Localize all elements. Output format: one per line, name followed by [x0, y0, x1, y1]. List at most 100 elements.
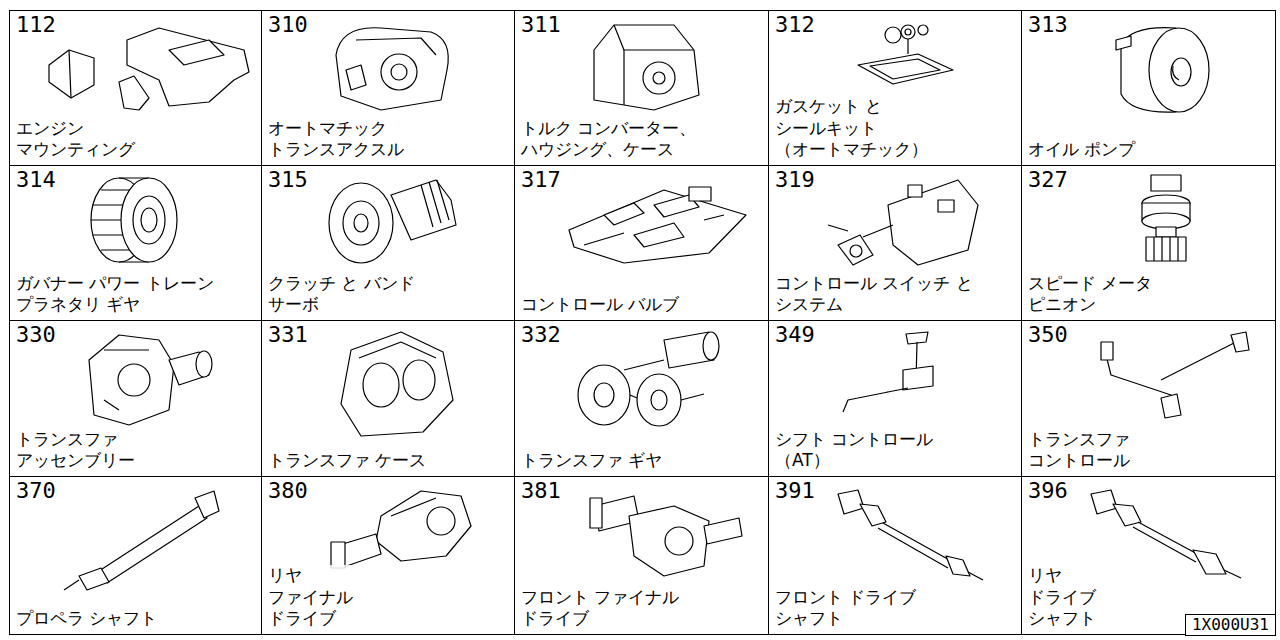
- callout-number: 312: [775, 14, 815, 36]
- gasket-kit-drawing-stroke: [885, 27, 901, 43]
- catalog-cell: 312 ガスケット と シールキット （オートマチック）: [768, 10, 1022, 166]
- callout-number: 350: [1028, 324, 1068, 346]
- callout-number: 349: [775, 324, 815, 346]
- oil-pump-drawing-stroke: [1149, 28, 1209, 112]
- gasket-kit-drawing-stroke: [858, 54, 953, 84]
- part-group-name: フロント ドライブ シャフト: [775, 587, 925, 630]
- drawing-code-box: 1X000U31: [1185, 614, 1276, 636]
- engine-mount-drawing-stroke: [169, 40, 224, 65]
- propeller-shaft-drawing: [64, 491, 219, 590]
- control-switch-drawing-stroke: [908, 185, 922, 197]
- callout-number: 370: [16, 480, 56, 502]
- catalog-cell: 330 トランスファ アッセンブリー: [9, 320, 262, 477]
- rear-drive-shaft-drawing-stroke: [1091, 490, 1117, 514]
- control-switch-drawing-stroke: [888, 180, 978, 265]
- rear-final-drive-drawing-stroke: [391, 498, 436, 516]
- transfer-gear-drawing: [578, 332, 719, 426]
- part-group-name: シフト コントロール （AT）: [775, 429, 942, 472]
- callout-number: 319: [775, 169, 815, 191]
- catalog-cell: 391フロント ドライブ シャフト: [768, 476, 1022, 635]
- catalog-cell: 332トランスファ ギヤ: [514, 320, 769, 477]
- transfer-gear-drawing-stroke: [651, 390, 667, 410]
- catalog-cell: 311トルク コンバーター、 ハウジング、ケース: [514, 10, 769, 166]
- part-group-name: コントロール バルブ: [521, 294, 759, 315]
- rear-final-drive-drawing-stroke: [331, 542, 345, 568]
- transfer-assembly-drawing-stroke: [89, 335, 174, 425]
- part-group-name: トランスファ コントロール: [1028, 429, 1139, 472]
- converter-housing-drawing-stroke: [623, 50, 624, 105]
- engine-mount-drawing: [49, 28, 249, 110]
- callout-number: 315: [268, 169, 308, 191]
- rear-final-drive-drawing-stroke: [376, 491, 471, 561]
- gasket-kit-drawing-stroke: [918, 25, 928, 35]
- transfer-gear-drawing-stroke: [624, 360, 704, 400]
- callout-number: 330: [16, 324, 56, 346]
- oil-pump-drawing-stroke: [1171, 58, 1191, 86]
- front-drive-shaft-drawing-stroke: [968, 572, 983, 580]
- oil-pump-drawing: [1116, 28, 1209, 113]
- transfer-case-drawing-stroke: [363, 363, 399, 407]
- catalog-cell: 313 オイル ポンプ: [1021, 10, 1276, 166]
- catalog-cell: 370 プロペラ シャフト: [9, 476, 262, 635]
- clutch-servo-drawing-stroke: [421, 180, 449, 227]
- front-drive-shaft-drawing-stroke: [878, 523, 953, 568]
- callout-number: 331: [268, 324, 308, 346]
- propeller-shaft-drawing-stroke: [79, 568, 109, 590]
- front-final-drive-drawing: [590, 496, 742, 576]
- transaxle-drawing: [336, 28, 448, 110]
- part-group-name: リヤ ドライブ シャフト: [1028, 565, 1127, 629]
- catalog-cell: 319コントロール スイッチ と システム: [768, 165, 1022, 321]
- callout-number: 314: [16, 169, 56, 191]
- front-drive-shaft-drawing-stroke: [860, 504, 886, 526]
- shift-lever-drawing-stroke: [843, 388, 908, 412]
- rear-drive-shaft-drawing-stroke: [1113, 504, 1141, 526]
- part-group-name: トルク コンバーター、 ハウジング、ケース: [521, 118, 705, 161]
- part-group-name: トランスファ アッセンブリー: [16, 429, 144, 472]
- clutch-servo-drawing-stroke: [343, 201, 379, 245]
- callout-number: 313: [1028, 14, 1068, 36]
- part-group-name: リヤ ファイナル ドライブ: [268, 565, 384, 629]
- transfer-gear-drawing-stroke: [594, 383, 614, 407]
- transaxle-drawing-stroke: [391, 64, 407, 80]
- transfer-control-drawing-stroke: [1231, 332, 1249, 352]
- transfer-control-drawing-stroke: [1161, 342, 1236, 380]
- control-valve-drawing-stroke: [604, 203, 644, 225]
- gasket-kit-drawing-stroke: [901, 25, 915, 39]
- speedometer-pinion-drawing: [1142, 175, 1190, 261]
- part-group-name: トランスファ ケース: [268, 450, 506, 471]
- speedometer-pinion-drawing-stroke: [1156, 227, 1176, 237]
- part-group-name: プロペラ シャフト: [16, 608, 254, 629]
- control-valve-drawing-stroke: [689, 187, 711, 201]
- transfer-case-drawing-stroke: [403, 360, 435, 400]
- part-group-name: オイル ポンプ: [1028, 139, 1266, 160]
- callout-number: 112: [16, 14, 56, 36]
- part-group-name: ガスケット と シールキット （オートマチック）: [775, 96, 937, 160]
- control-switch-drawing-stroke: [850, 245, 862, 257]
- planetary-gear-drawing-stroke: [121, 178, 177, 262]
- catalog-cell: 317コントロール バルブ: [514, 165, 769, 321]
- engine-mount-drawing-stroke: [69, 50, 71, 98]
- part-group-name: フロント ファイナル ドライブ: [521, 587, 688, 630]
- rear-drive-shaft-drawing-stroke: [1193, 550, 1226, 574]
- transfer-gear-drawing-stroke: [703, 332, 719, 360]
- catalog-cell: 381フロント ファイナル ドライブ: [514, 476, 769, 635]
- speedometer-pinion-drawing-stroke: [1154, 237, 1178, 261]
- catalog-cell: 314ガバナー パワー トレーン プラネタリ ギヤ: [9, 165, 262, 321]
- control-switch-drawing: [828, 180, 978, 265]
- callout-number: 396: [1028, 480, 1068, 502]
- gasket-kit-drawing: [858, 25, 953, 84]
- engine-mount-drawing-stroke: [119, 76, 149, 110]
- catalog-cell: 350 トランスファ コントロール: [1021, 320, 1276, 477]
- catalog-cell: 380リヤ ファイナル ドライブ: [261, 476, 515, 635]
- gasket-kit-drawing-stroke: [907, 39, 908, 54]
- speedometer-pinion-drawing-stroke: [1146, 237, 1186, 261]
- catalog-cell: 349 シフト コントロール （AT）: [768, 320, 1022, 477]
- catalog-cell: 327スピード メータ ピニオン: [1021, 165, 1276, 321]
- gasket-kit-drawing-stroke: [905, 29, 911, 35]
- propeller-shaft-drawing-stroke: [99, 506, 207, 583]
- catalog-cell: 331 トランスファ ケース: [261, 320, 515, 477]
- propeller-shaft-drawing-stroke: [195, 491, 219, 518]
- gasket-kit-drawing-stroke: [870, 59, 940, 79]
- front-drive-shaft-drawing: [838, 490, 983, 580]
- converter-housing-drawing-stroke: [594, 25, 699, 110]
